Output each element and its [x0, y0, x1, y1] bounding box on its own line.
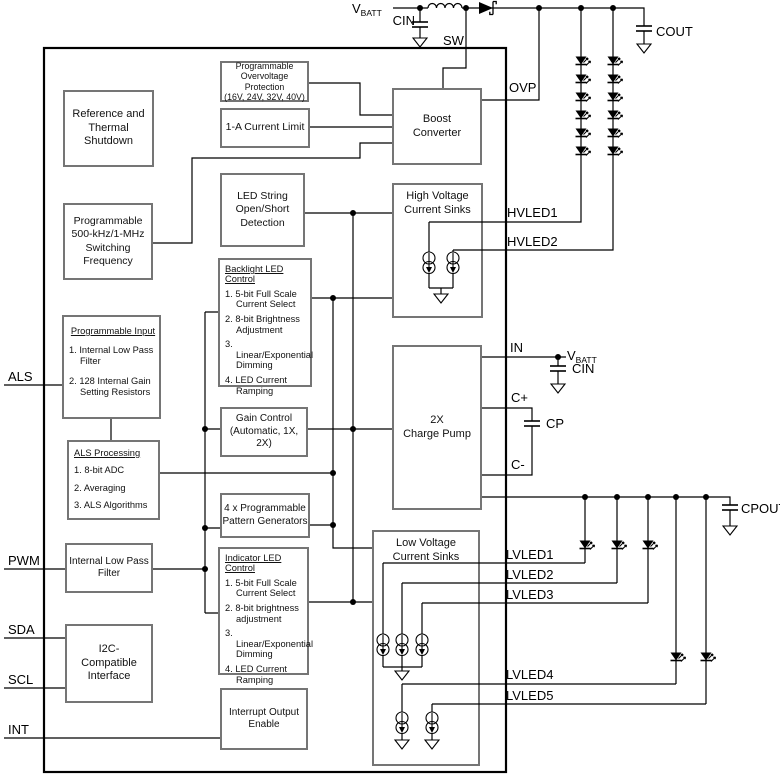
list-item: 3. Linear/Exponential Dimming: [225, 628, 314, 660]
ground-icon: [412, 37, 428, 48]
pin-label-cp: CP: [546, 416, 565, 431]
list-item: 2. 8-bit Brightness Adjustment: [225, 314, 300, 335]
pin-label-cpout: CPOUT: [741, 501, 780, 516]
pin-label-lvled1: LVLED1: [506, 547, 554, 562]
pin-label-lvled2: LVLED2: [506, 567, 554, 582]
block-led-string-detection: LED String Open/Short Detection: [220, 173, 305, 247]
block-als-processing: ALS Processing 1. 8-bit ADC 2. Averaging…: [67, 440, 160, 520]
pin-label-cin-mid: CIN: [572, 361, 595, 376]
pin-label-sda: SDA: [8, 622, 35, 637]
pin-label-scl: SCL: [8, 672, 34, 687]
pin-label-int: INT: [8, 722, 29, 737]
cin2-capacitor-icon: [549, 365, 567, 372]
pin-label-lvled4: LVLED4: [506, 667, 554, 682]
block-backlight-led-control: Backlight LED Control 1. 5-bit Full Scal…: [218, 258, 314, 396]
list-item: 2. 8-bit brightness adjustment: [225, 603, 299, 624]
pin-label-cin-top: CIN: [392, 13, 415, 28]
led-icon: [606, 73, 624, 85]
pin-label-pwm: PWM: [8, 553, 40, 568]
led-icon: [606, 145, 624, 157]
block-title: Programmable Input: [70, 326, 156, 336]
list-item: 1. 5-bit Full Scale Current Select: [225, 577, 297, 599]
cout-capacitor-icon: [635, 25, 653, 32]
pin-label-c-plus: C+: [511, 390, 528, 405]
led-icon: [578, 539, 596, 551]
led-icon: [574, 73, 592, 85]
ground-icon: [636, 43, 652, 54]
block-title: Low Voltage Current Sinks: [392, 537, 460, 563]
block-overvoltage-protection: Programmable Overvoltage Protection (16V…: [220, 61, 309, 102]
list-item: 1. 5-bit Full Scale Current Select: [225, 288, 297, 310]
block-current-limit: 1-A Current Limit: [220, 108, 310, 148]
inductor-icon: [427, 2, 463, 9]
list-item: 2. Averaging: [74, 482, 126, 493]
block-low-voltage-current-sinks: Low Voltage Current Sinks: [372, 530, 480, 766]
pin-label-ovp: OVP: [509, 80, 537, 95]
block-boost-converter: Boost Converter: [392, 88, 482, 165]
led-icon: [606, 127, 624, 139]
list-item: 1. 8-bit ADC: [74, 465, 125, 476]
block-reference-thermal-shutdown: Reference and Thermal Shutdown: [63, 90, 154, 167]
led-icon: [669, 651, 687, 663]
list-item: 4. LED Current Ramping: [225, 664, 288, 685]
block-interrupt-output-enable: Interrupt Output Enable: [220, 688, 308, 750]
pin-label-vbatt-mid: VBATT: [567, 348, 597, 365]
list-item: 1. Internal Low Pass Filter: [69, 345, 154, 366]
diode-icon: [479, 0, 497, 16]
block-title: Indicator LED Control: [225, 553, 282, 574]
block-charge-pump: 2X Charge Pump: [392, 345, 482, 510]
block-title: Backlight LED Control: [225, 264, 284, 285]
list-item: 2. 128 Internal Gain Setting Resistors: [69, 376, 151, 397]
cp-capacitor-icon: [523, 420, 541, 427]
ground-icon: [722, 525, 738, 536]
block-switching-frequency: Programmable 500-kHz/1-MHz Switching Fre…: [63, 203, 153, 280]
pin-label-sw: SW: [443, 33, 464, 48]
pin-label-lvled3: LVLED3: [506, 587, 554, 602]
led-icon: [641, 539, 659, 551]
led-icon: [610, 539, 628, 551]
led-icon: [606, 91, 624, 103]
list-item: 3. Linear/Exponential Dimming: [225, 339, 314, 371]
block-title: ALS Processing: [74, 448, 141, 458]
block-title: High Voltage Current Sinks: [404, 190, 471, 216]
ground-icon: [550, 383, 566, 394]
led-icon: [574, 109, 592, 121]
led-icon: [606, 55, 624, 67]
block-pattern-generators: 4 x Programmable Pattern Generators: [220, 493, 310, 538]
block-indicator-led-control: Indicator LED Control 1. 5-bit Full Scal…: [218, 547, 314, 685]
led-icon: [606, 109, 624, 121]
led-icon: [574, 127, 592, 139]
cpout-capacitor-icon: [721, 504, 739, 511]
led-icon: [574, 145, 592, 157]
list-item: 4. LED Current Ramping: [225, 375, 288, 396]
pin-label-cout: COUT: [656, 24, 693, 39]
pin-label-hvled2: HVLED2: [507, 234, 558, 249]
block-i2c-interface: I2C- Compatible Interface: [65, 624, 153, 703]
led-icon: [574, 55, 592, 67]
led-icon: [699, 651, 717, 663]
pin-label-in: IN: [510, 340, 523, 355]
pin-label-hvled1: HVLED1: [507, 205, 558, 220]
pin-label-als: ALS: [8, 369, 33, 384]
pin-label-lvled5: LVLED5: [506, 688, 554, 703]
block-gain-control: Gain Control (Automatic, 1X, 2X): [220, 407, 308, 457]
list-item: 3. ALS Algorithms: [74, 500, 148, 511]
block-high-voltage-current-sinks: High Voltage Current Sinks: [392, 183, 483, 318]
pin-label-vbatt-top: VBATT: [352, 1, 382, 18]
block-internal-low-pass-filter: Internal Low Pass Filter: [65, 543, 153, 593]
block-programmable-input: Programmable Input 1. Internal Low Pass …: [62, 315, 161, 419]
pin-label-c-minus: C-: [511, 457, 525, 472]
led-icon: [574, 91, 592, 103]
